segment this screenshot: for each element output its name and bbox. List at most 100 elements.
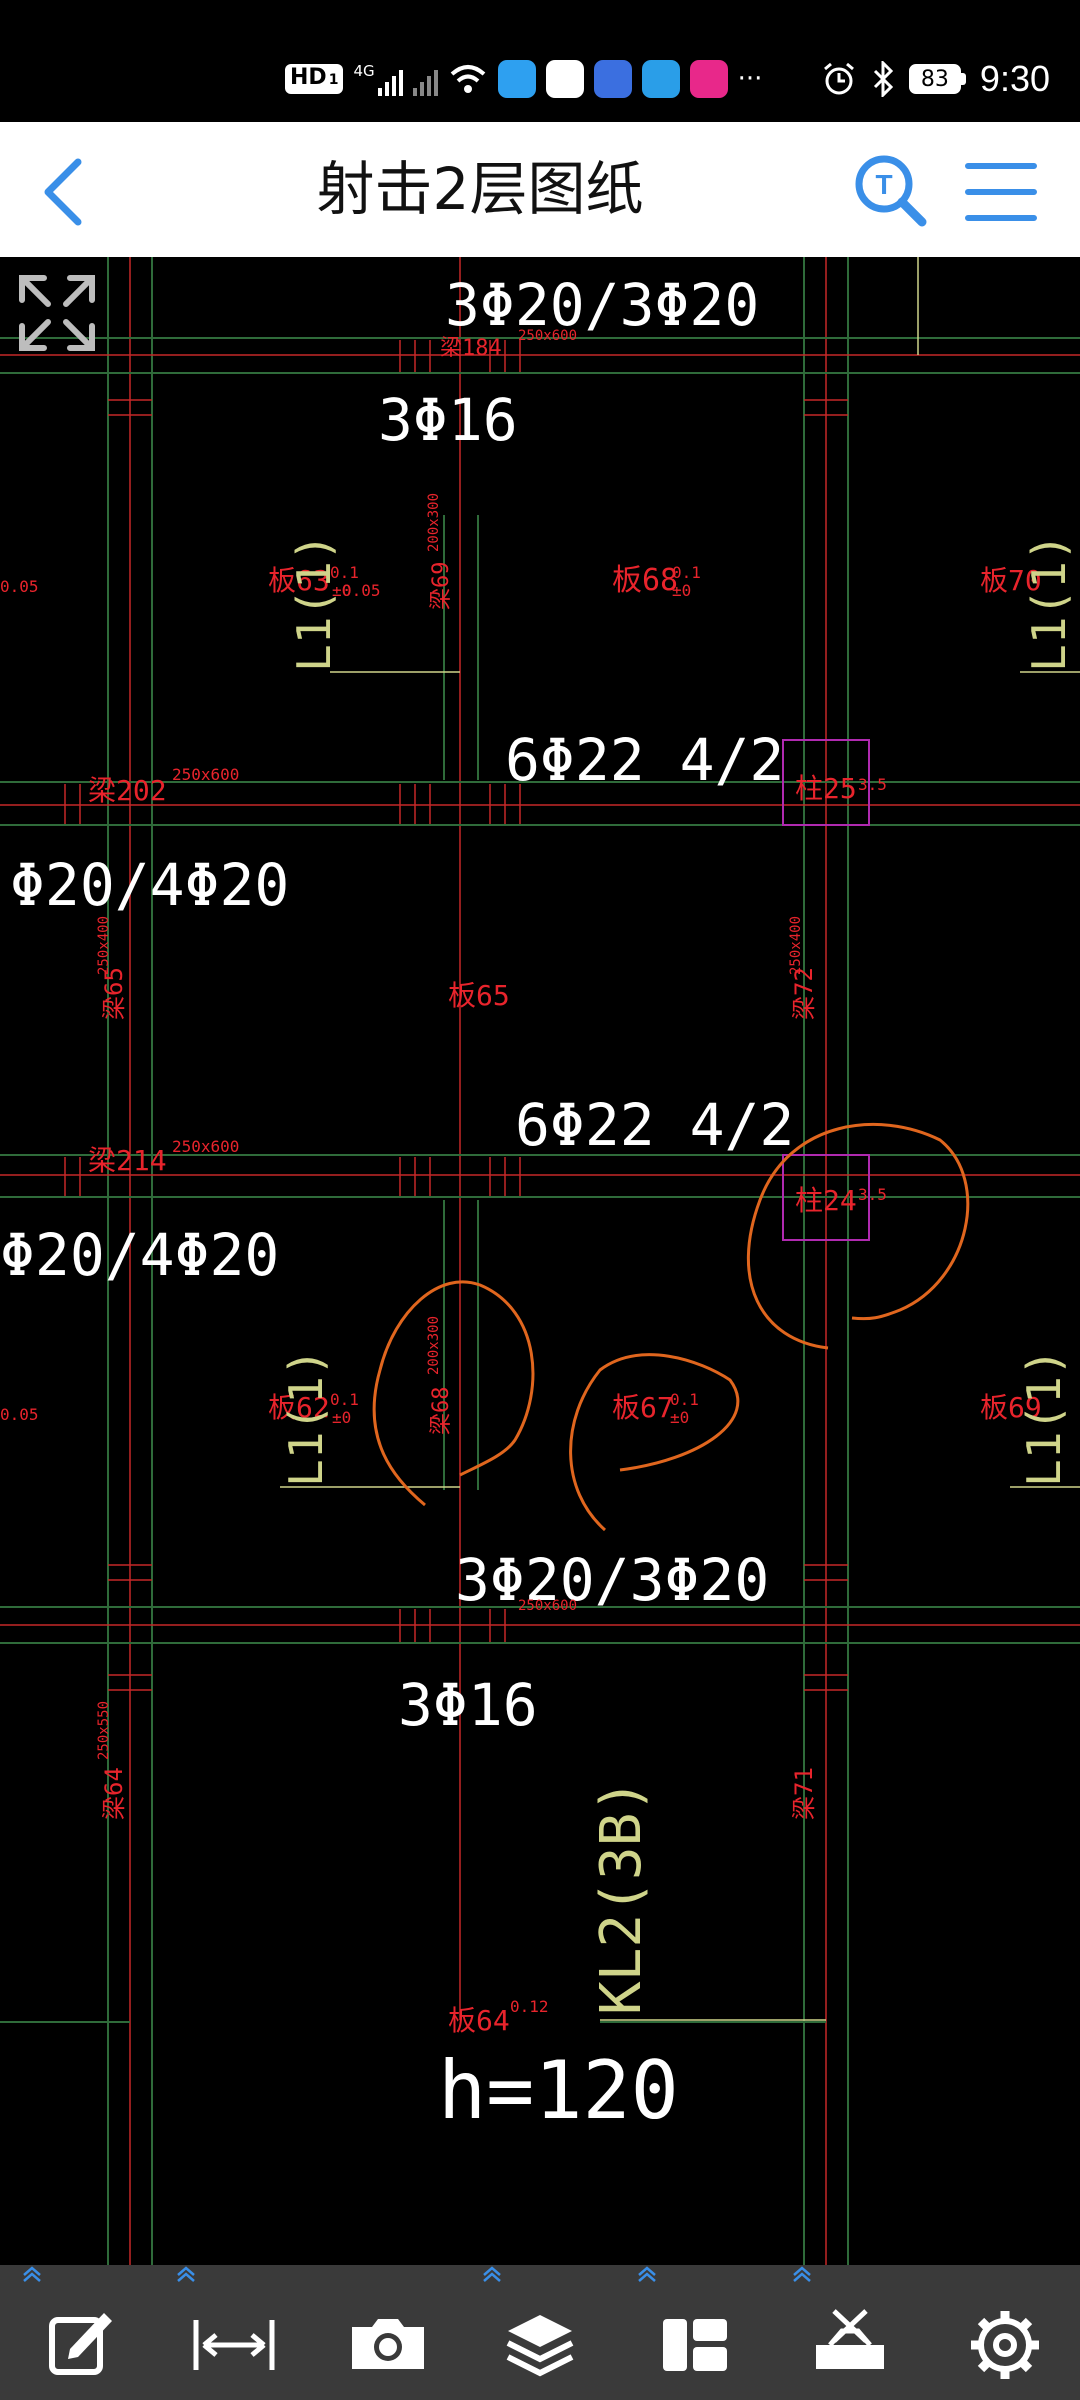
measure-button[interactable] — [174, 2265, 294, 2400]
cad-label: 3Φ20/3Φ20 — [455, 1546, 769, 1614]
annotate-button[interactable] — [20, 2265, 140, 2400]
layout-icon — [663, 2319, 727, 2371]
cad-label: 板67 — [612, 1391, 674, 1424]
back-arrow-icon[interactable] — [28, 152, 108, 232]
cad-label: 6Φ22 4/2 — [515, 1091, 794, 1159]
cad-label: 0.1 — [330, 563, 359, 582]
clock: 9:30 — [979, 58, 1050, 99]
cad-label: 板69 — [980, 1391, 1042, 1424]
cad-label: 3.5 — [858, 1185, 887, 1204]
cad-label: 柱25 — [795, 772, 857, 805]
annotation-loop-1 — [372, 1280, 535, 1507]
bird-app-icon — [641, 60, 680, 98]
expand-up-icon — [177, 2266, 195, 2282]
annotation-loop-3 — [746, 1123, 970, 1350]
cad-label: 板70 — [980, 564, 1042, 597]
cad-label: 3Φ16 — [398, 1671, 538, 1739]
cad-label: 6Φ22 4/2 — [505, 726, 784, 794]
cad-label: 3.5 — [858, 775, 887, 794]
fullscreen-icon[interactable] — [14, 270, 100, 356]
page-title: 射击2层图纸 — [316, 155, 644, 223]
measure-icon — [193, 2320, 275, 2370]
annotation-loop-2 — [569, 1353, 740, 1532]
cad-label: 0.12 — [510, 1997, 549, 2016]
cad-label: L1(1) — [279, 1349, 333, 1487]
text-search-icon[interactable]: T — [850, 150, 930, 230]
layout-button[interactable] — [635, 2265, 755, 2400]
cad-label: 250x550 — [96, 1701, 112, 1760]
cad-label: L1(1) — [1017, 1349, 1071, 1487]
cad-label: 250x600 — [172, 765, 239, 784]
cad-label: Φ20/4Φ20 — [10, 851, 289, 919]
tools-button[interactable] — [790, 2265, 910, 2400]
column-24 — [782, 1154, 870, 1241]
cad-label: 板68 — [612, 563, 678, 598]
cad-label: 梁184 — [440, 336, 502, 361]
cad-label: 200x300 — [426, 1316, 442, 1375]
cad-label: Φ20/4Φ20 — [0, 1221, 279, 1289]
pink-app-icon — [689, 60, 728, 98]
bluetooth-icon — [873, 61, 894, 97]
cad-label: 250x400 — [788, 916, 804, 975]
gear-icon — [971, 2311, 1039, 2379]
cad-label: 梁64 — [100, 1767, 128, 1820]
menu-icon[interactable] — [960, 152, 1040, 232]
expand-up-icon — [483, 2266, 501, 2282]
cad-label: 板62 — [268, 1391, 330, 1424]
cad-label: 250x600 — [518, 1598, 577, 1614]
cad-label: ±0 — [332, 581, 351, 600]
column-25 — [782, 739, 870, 826]
cad-label: 梁65 — [100, 967, 128, 1020]
app-header: 射击2层图纸 T — [0, 122, 1080, 257]
cad-label: 板63 — [268, 564, 330, 597]
camera-button[interactable] — [328, 2265, 448, 2400]
cad-label: 板64 — [448, 2004, 510, 2037]
hand-annotations — [372, 1123, 970, 1532]
cad-label: 梁69 — [429, 562, 454, 611]
alarm-icon — [823, 62, 854, 95]
cad-label: 3Φ16 — [378, 386, 518, 454]
cad-label: ±0 — [332, 1408, 351, 1427]
cad-label: h=120 — [438, 2044, 679, 2137]
cad-label: 250x400 — [96, 916, 112, 975]
expand-up-icon — [23, 2266, 41, 2282]
cad-label: ±0 — [672, 581, 691, 600]
signal-2-icon — [412, 62, 438, 96]
cad-label: 梁71 — [790, 1767, 818, 1820]
wifi-icon — [450, 65, 485, 93]
svg-text:T: T — [875, 169, 892, 200]
cad-label: 梁214 — [88, 1144, 167, 1177]
cad-label: 0.1 — [670, 1390, 699, 1409]
cad-label: 梁202 — [88, 774, 167, 807]
edit-icon — [49, 2313, 112, 2375]
hand-app-icon — [545, 60, 584, 98]
cad-label: 3Φ20/3Φ20 — [445, 271, 759, 339]
cad-label: 250x600 — [518, 328, 577, 344]
cad-label: 板65 — [448, 979, 510, 1012]
app-notification-icon — [497, 60, 536, 98]
status-icons-right: 83 9:30 — [821, 52, 1050, 106]
cad-label: L1(1) — [287, 534, 341, 672]
camera-icon — [352, 2319, 424, 2369]
cad-label: ±0 — [670, 1408, 689, 1427]
settings-button[interactable] — [945, 2265, 1065, 2400]
cad-label: 梁68 — [429, 1387, 454, 1436]
cad-label: 250x600 — [172, 1137, 239, 1156]
cad-label: 0.1 — [672, 563, 701, 582]
battery-icon: 83 — [908, 64, 966, 94]
cad-label: 0.05 — [342, 581, 381, 600]
layers-icon — [506, 2315, 574, 2377]
expand-up-icon — [638, 2266, 656, 2282]
kg-app-icon — [593, 60, 632, 98]
cad-label: KL2(3B) — [589, 1779, 654, 2015]
cad-label: 0.05 — [0, 1405, 39, 1424]
more-notifications-icon: ··· — [737, 64, 763, 94]
bottom-toolbar — [0, 2265, 1080, 2400]
layers-button[interactable] — [480, 2265, 600, 2400]
cad-label: L1(1) — [1022, 534, 1076, 672]
